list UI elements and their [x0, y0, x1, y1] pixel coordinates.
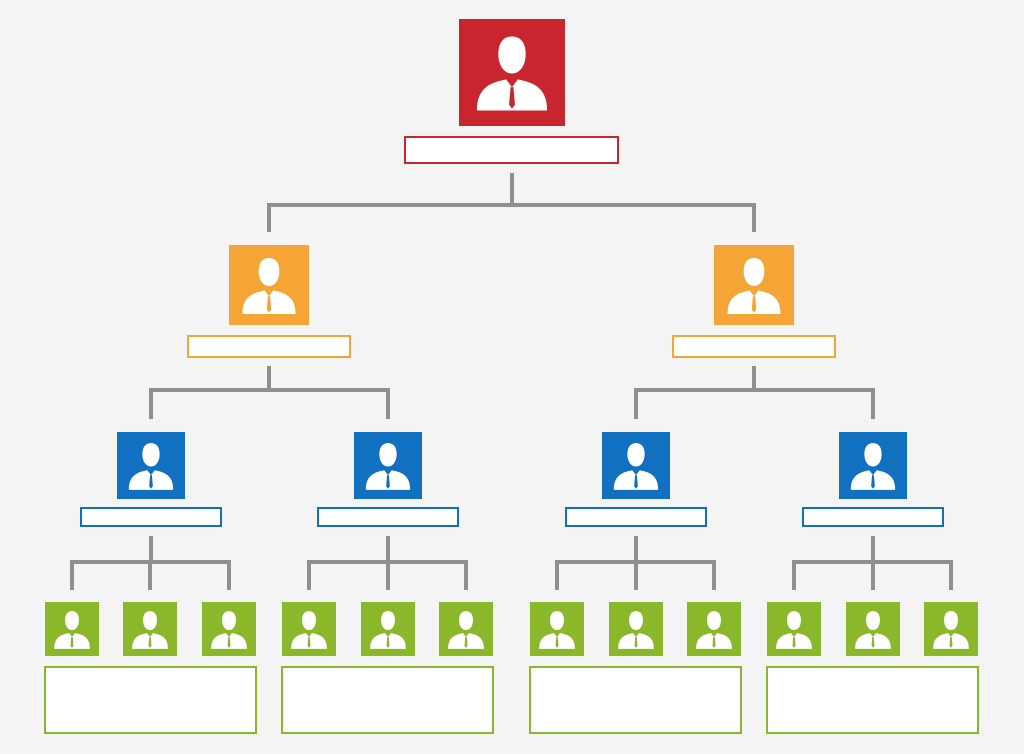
person-icon	[776, 611, 812, 649]
label-level2-2[interactable]	[672, 335, 836, 358]
node-level3-4[interactable]	[839, 432, 907, 499]
node-level4-1[interactable]	[45, 602, 99, 656]
node-level4-9[interactable]	[687, 602, 741, 656]
node-level3-3[interactable]	[602, 432, 670, 499]
connector-lines	[70, 173, 953, 590]
node-top[interactable]	[459, 19, 565, 126]
person-icon	[696, 611, 732, 649]
label-level4-group-1[interactable]	[44, 666, 257, 734]
node-level4-8[interactable]	[609, 602, 663, 656]
org-nodes	[45, 19, 978, 656]
person-icon	[933, 611, 969, 649]
person-icon	[242, 258, 296, 314]
node-level3-1[interactable]	[117, 432, 185, 499]
person-icon	[855, 611, 891, 649]
label-level3-4[interactable]	[802, 507, 944, 527]
person-icon	[448, 611, 484, 649]
person-icon	[370, 611, 406, 649]
label-level3-1[interactable]	[80, 507, 222, 527]
label-level4-group-3[interactable]	[529, 666, 742, 734]
person-icon	[54, 611, 90, 649]
node-level4-7[interactable]	[530, 602, 584, 656]
node-level4-2[interactable]	[123, 602, 177, 656]
label-level2-1[interactable]	[187, 335, 351, 358]
person-icon	[365, 443, 411, 490]
person-icon	[291, 611, 327, 649]
node-level4-10[interactable]	[767, 602, 821, 656]
person-icon	[132, 611, 168, 649]
person-icon	[211, 611, 247, 649]
label-level3-2[interactable]	[317, 507, 459, 527]
label-top[interactable]	[404, 136, 619, 164]
node-level4-12[interactable]	[924, 602, 978, 656]
person-icon	[539, 611, 575, 649]
person-icon	[727, 258, 781, 314]
node-level4-5[interactable]	[361, 602, 415, 656]
label-level4-group-4[interactable]	[766, 666, 979, 734]
label-level3-3[interactable]	[565, 507, 707, 527]
node-level4-4[interactable]	[282, 602, 336, 656]
person-icon	[128, 443, 174, 490]
person-icon	[850, 443, 896, 490]
org-labels	[44, 136, 979, 734]
label-level4-group-2[interactable]	[281, 666, 494, 734]
person-icon	[476, 36, 548, 111]
node-level4-11[interactable]	[846, 602, 900, 656]
node-level2-2[interactable]	[714, 245, 794, 325]
node-level4-6[interactable]	[439, 602, 493, 656]
person-icon	[613, 443, 659, 490]
node-level4-3[interactable]	[202, 602, 256, 656]
node-level3-2[interactable]	[354, 432, 422, 499]
node-level2-1[interactable]	[229, 245, 309, 325]
person-icon	[618, 611, 654, 649]
